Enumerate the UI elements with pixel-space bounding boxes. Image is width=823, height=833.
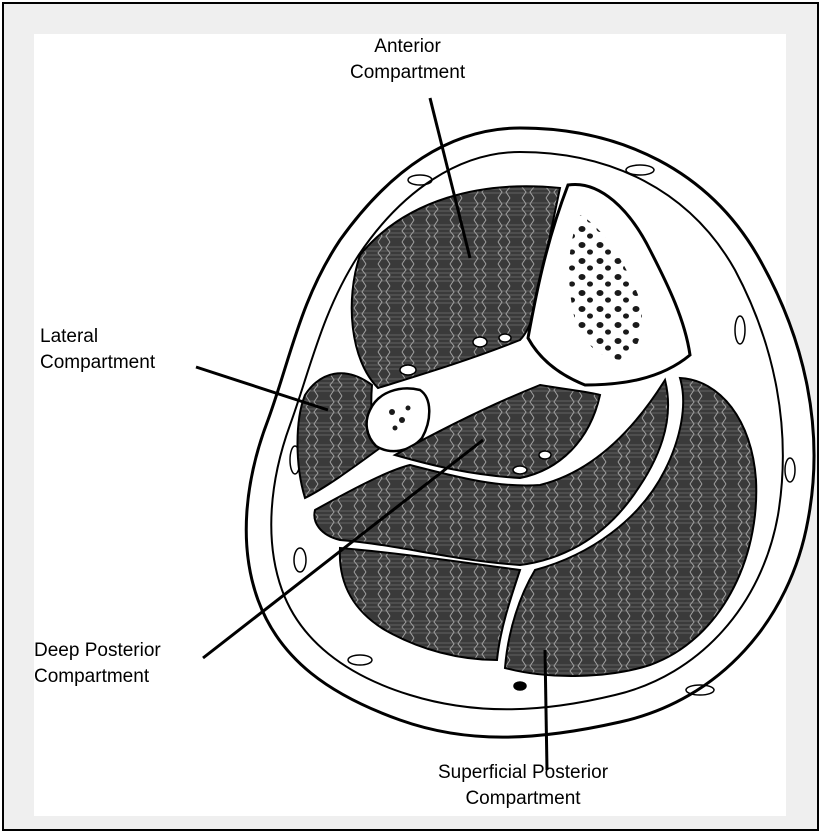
anterior-label-line1: Anterior xyxy=(350,34,465,60)
superficial-posterior-leader xyxy=(545,650,547,770)
deep-posterior-compartment-label: Deep Posterior Compartment xyxy=(34,638,161,690)
deep-posterior-label-line2: Compartment xyxy=(34,664,161,690)
superficial-posterior-label-line2: Compartment xyxy=(438,786,608,812)
anterior-compartment-label: Anterior Compartment xyxy=(350,34,465,86)
lateral-label-line2: Compartment xyxy=(40,350,155,376)
lateral-compartment-label: Lateral Compartment xyxy=(40,324,155,376)
anterior-label-line2: Compartment xyxy=(350,60,465,86)
lateral-label-line1: Lateral xyxy=(40,324,155,350)
superficial-posterior-label-line1: Superficial Posterior xyxy=(438,760,608,786)
superficial-posterior-compartment-label: Superficial Posterior Compartment xyxy=(438,760,608,812)
deep-posterior-label-line1: Deep Posterior xyxy=(34,638,161,664)
